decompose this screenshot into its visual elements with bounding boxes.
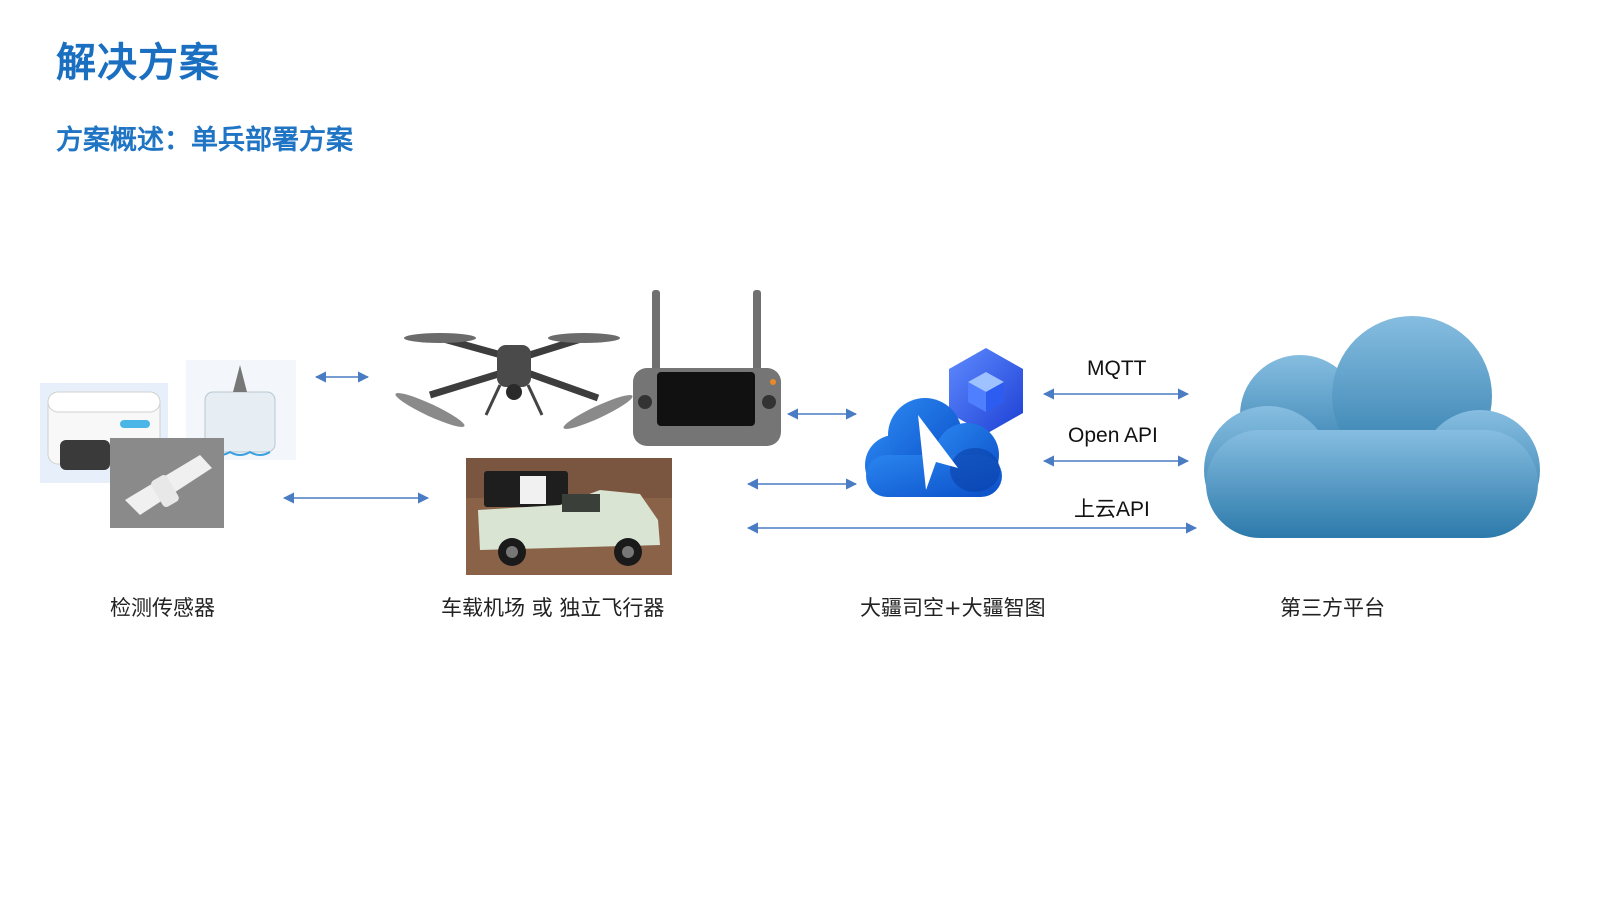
protocol-label-cloudapi: 上云API (1074, 498, 1150, 521)
remote-controller-icon (633, 290, 781, 446)
connection-arrows (282, 371, 1198, 534)
node-label-vehicle: 车载机场 或 独立飞行器 (441, 596, 665, 620)
page-title: 解决方案 (56, 40, 220, 86)
node-label-dji: 大疆司空+大疆智图 (860, 596, 1046, 620)
protocol-label-openapi: Open API (1068, 424, 1158, 447)
cloud-icon (1204, 316, 1540, 538)
dji-cloud-app-icon (865, 348, 1023, 497)
protocol-label-mqtt: MQTT (1087, 357, 1147, 380)
sensor-devices-icon (40, 360, 296, 528)
drone-icon (395, 333, 633, 429)
node-label-sensors: 检测传感器 (110, 596, 215, 620)
page-subtitle: 方案概述：单兵部署方案 (56, 125, 353, 156)
node-label-third-party: 第三方平台 (1280, 596, 1385, 620)
pickup-truck-icon (466, 458, 672, 575)
